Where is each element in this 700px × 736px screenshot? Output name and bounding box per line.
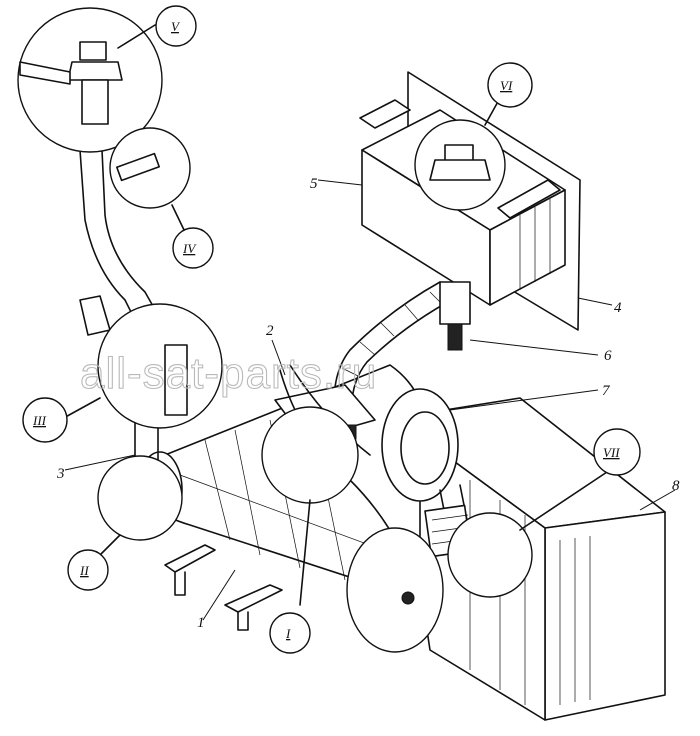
- part-label-5: 5: [310, 176, 318, 192]
- svg-text:VI: VI: [500, 78, 513, 93]
- detail-marker-VII: VII: [593, 428, 641, 476]
- leader-lines: [64, 179, 676, 621]
- part-label-1: 1: [197, 615, 205, 631]
- callout-IV: [109, 127, 191, 233]
- part-label-7: 7: [602, 383, 611, 399]
- svg-text:V: V: [171, 19, 181, 34]
- part-label-4: 4: [614, 300, 622, 316]
- detail-marker-V: V: [155, 5, 197, 47]
- callout-VII: [447, 469, 611, 598]
- detail-marker-III: III: [22, 397, 68, 443]
- part-label-8: 8: [672, 478, 680, 494]
- callout-V: [17, 7, 163, 153]
- detail-marker-I: I: [269, 612, 311, 654]
- callout-I: [261, 406, 359, 606]
- callout-II: [97, 455, 183, 556]
- callout-large-disk: [346, 527, 444, 653]
- part-label-6: 6: [604, 348, 612, 364]
- svg-text:III: III: [32, 413, 47, 428]
- svg-text:VII: VII: [603, 445, 620, 460]
- upper-tank-5: [359, 71, 581, 351]
- watermark: all-sat-parts.ru: [80, 349, 377, 398]
- part-label-3: 3: [56, 466, 65, 482]
- detail-marker-IV: IV: [172, 227, 214, 269]
- callout-VI: [414, 97, 506, 211]
- detail-marker-VI: VI: [487, 62, 533, 108]
- part-label-2: 2: [266, 323, 274, 339]
- svg-text:IV: IV: [182, 241, 197, 256]
- svg-text:I: I: [285, 626, 291, 641]
- detail-marker-II: II: [67, 549, 109, 591]
- svg-text:II: II: [79, 563, 89, 578]
